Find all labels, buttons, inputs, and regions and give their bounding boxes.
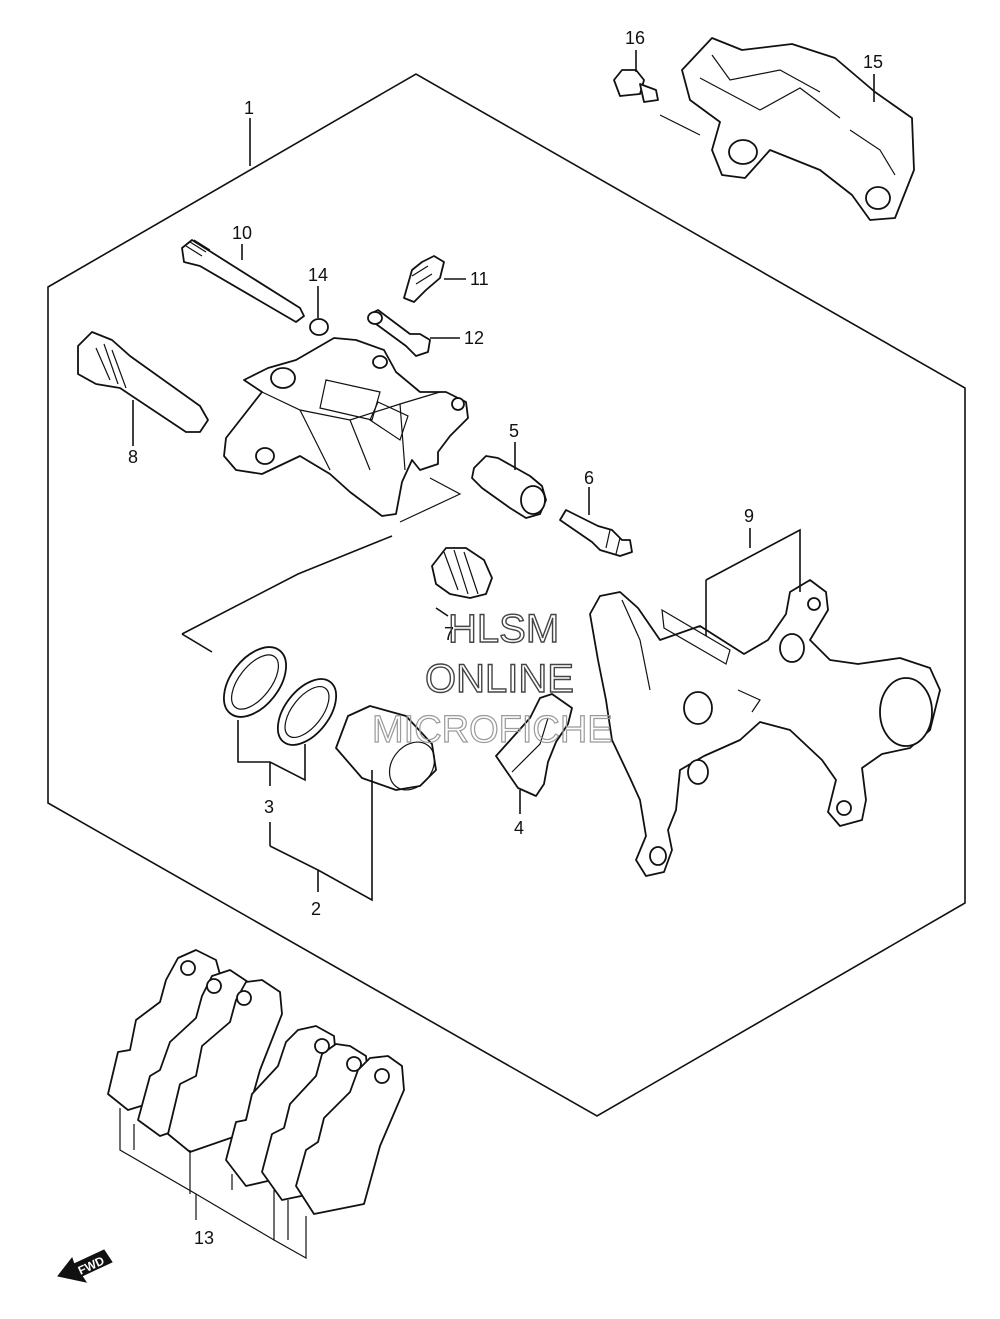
part-16-bolt <box>613 69 701 136</box>
leader-lines <box>119 50 875 1260</box>
part-11-bleeder <box>403 255 445 303</box>
assembly-outline <box>47 73 966 1117</box>
caliper-guide-line <box>399 477 462 523</box>
callout-7: 7 <box>444 624 454 644</box>
part-14-ring <box>309 318 329 336</box>
part-10-pin <box>181 239 305 323</box>
callout-11: 11 <box>470 269 489 289</box>
watermark-line-2: ONLINE <box>425 657 574 701</box>
caliper-body <box>223 337 469 517</box>
callout-3: 3 <box>264 797 274 817</box>
callout-2: 2 <box>311 899 321 919</box>
callout-9: 9 <box>744 506 754 526</box>
part-12-cap <box>367 309 431 357</box>
watermark-line-3: MICROFICHE <box>372 709 613 751</box>
part-2-piston <box>335 705 437 791</box>
callout-16: 16 <box>625 28 645 48</box>
fwd-arrow: FWD <box>57 1249 113 1283</box>
callout-12: 12 <box>464 328 484 348</box>
part-15-bracket <box>681 37 915 221</box>
callout-15: 15 <box>863 52 883 72</box>
callout-14: 14 <box>308 265 328 285</box>
part-8-pin <box>77 331 209 433</box>
part-5-sleeve <box>471 455 547 519</box>
part-9-bracket <box>589 579 941 877</box>
callout-10: 10 <box>232 223 252 243</box>
part-6-pin <box>559 509 633 557</box>
part-13-pads <box>107 949 405 1215</box>
part-7-boot <box>431 547 493 599</box>
part-3-seals <box>223 646 338 746</box>
callout-1: 1 <box>244 98 254 118</box>
watermark-line-1: HLSM <box>448 607 559 651</box>
callout-13: 13 <box>194 1228 214 1248</box>
fwd-label: FWD <box>76 1253 107 1277</box>
callout-4: 4 <box>514 818 524 838</box>
callout-5: 5 <box>509 421 519 441</box>
part-4-clip <box>495 693 573 797</box>
callout-6: 6 <box>584 468 594 488</box>
callout-8: 8 <box>128 447 138 467</box>
